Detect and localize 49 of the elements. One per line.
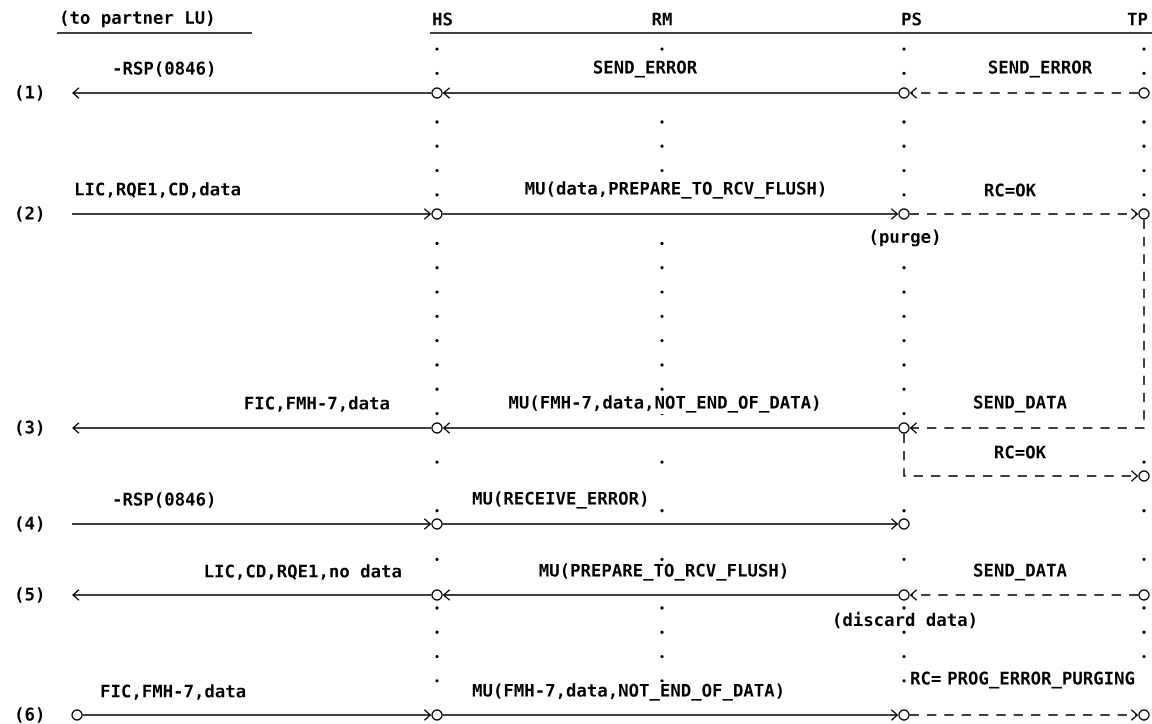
arrow <box>903 432 1139 482</box>
arrow <box>441 518 899 530</box>
note-text: (purge) <box>867 228 943 248</box>
message-label: LIC,CD,RQE1,no data <box>202 562 404 582</box>
message-label: FIC,FMH-7,data <box>242 394 392 414</box>
step-number: (4) <box>12 514 47 534</box>
message-label: SEND_DATA <box>971 562 1069 582</box>
message-label: RC= PROG_ERROR_PURGING <box>908 670 1148 690</box>
arrow <box>441 208 899 220</box>
arrow <box>71 518 432 530</box>
column-heading: HS <box>430 11 455 27</box>
message-label: LIC,RQE1,CD,data <box>72 180 243 200</box>
arrow <box>72 589 433 601</box>
message-label: MU(RECEIVE_ERROR) <box>470 490 651 510</box>
column-heading: PS <box>899 11 924 27</box>
message-label: SEND_ERROR <box>986 59 1094 79</box>
column-heading: TP <box>1125 11 1150 27</box>
arrow <box>72 422 433 434</box>
message-label: MU(PREPARE_TO_RCV_FLUSH) <box>537 562 791 582</box>
message-label: FIC,FMH-7,data <box>98 682 248 702</box>
arrow <box>71 208 432 220</box>
message-label: MU(FMH-7,data,NOT_END_OF_DATA) <box>470 682 787 702</box>
step-number: (5) <box>12 585 47 605</box>
arrow <box>72 87 433 99</box>
arrow <box>81 709 432 721</box>
step-number: (3) <box>12 418 47 438</box>
arrow <box>442 589 900 601</box>
note-text: (discard data) <box>830 610 980 630</box>
arrow <box>908 709 1139 721</box>
message-label: SEND_DATA <box>971 394 1069 414</box>
arrow <box>909 87 1140 99</box>
arrow <box>442 422 900 434</box>
arrow <box>908 208 1139 220</box>
step-number: (2) <box>12 204 47 224</box>
arrow <box>909 589 1140 601</box>
message-label: RC=OK <box>992 444 1048 460</box>
message-label: RC=OK <box>982 182 1038 198</box>
arrow <box>442 87 900 99</box>
column-heading: RM <box>650 11 674 27</box>
column-heading: (to partner LU) <box>57 9 217 29</box>
message-label: SEND_ERROR <box>591 59 699 79</box>
step-number: (6) <box>12 705 47 724</box>
message-label: -RSP(0846) <box>110 490 218 510</box>
message-label: -RSP(0846) <box>110 59 218 79</box>
arrow <box>909 218 1145 434</box>
message-label: MU(data,PREPARE_TO_RCV_FLUSH) <box>523 180 829 200</box>
step-number: (1) <box>12 83 47 103</box>
arrow <box>441 709 899 721</box>
message-label: MU(FMH-7,data,NOT_END_OF_DATA) <box>507 394 823 414</box>
